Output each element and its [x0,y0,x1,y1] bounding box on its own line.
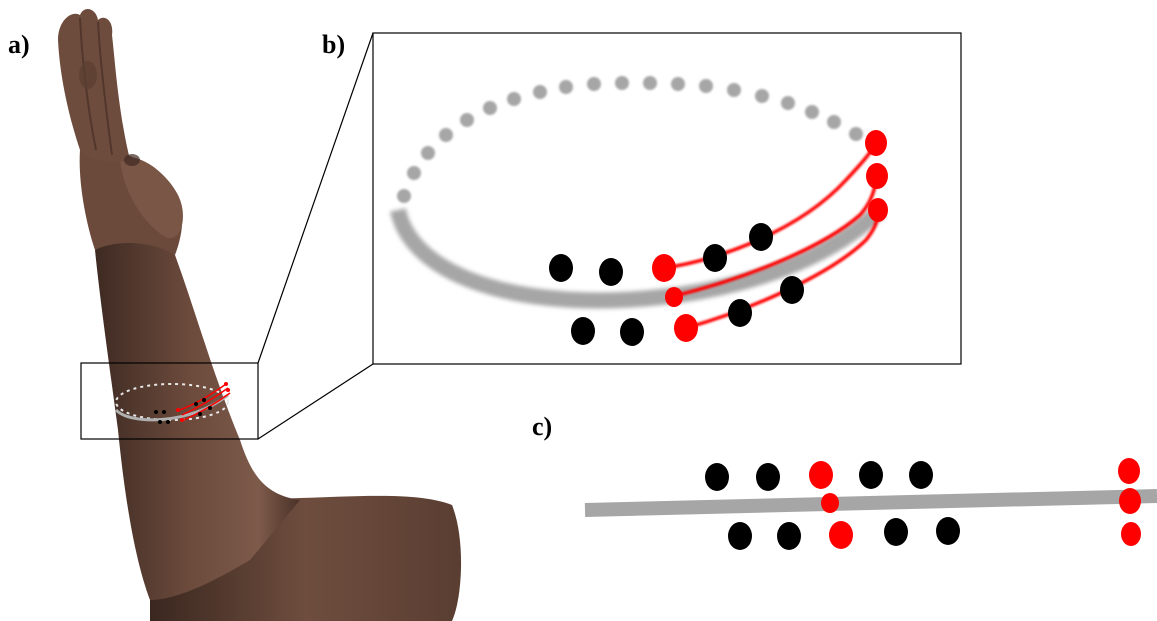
zoom-band-front [390,204,886,309]
arm-electrode-band [114,382,231,424]
electrode-black [703,244,727,272]
arm-band-dots [154,382,230,424]
electrode-red [1121,522,1141,546]
electrode-black [728,299,752,327]
electrode-red [674,314,698,342]
electrode-red [1119,488,1141,514]
zoom-region-box [80,362,259,440]
thumb [120,157,183,239]
electrode-black [777,522,801,550]
panel-label-a: a) [8,30,30,59]
unrolled-band [584,458,1157,550]
zoom-band-back-dots [397,76,863,203]
electrode-red [868,198,888,222]
unrolled-electrodes [705,458,1141,550]
electrode-black [749,223,773,251]
electrode-black [705,463,729,491]
zoom-panel-frame [372,32,962,365]
electrode-black [884,518,908,546]
electrode-black [571,317,595,345]
hand-fingers [58,8,130,162]
electrode-black [859,461,883,489]
electrode-red [821,493,839,513]
electrode-red [829,521,853,549]
zoom-band [390,76,888,346]
electrode-red [865,130,887,156]
electrode-red [809,461,833,489]
zoom-electrodes [549,130,888,346]
arm-band-back [115,383,229,421]
zoom-connector-bottom [257,363,374,440]
electrode-black [620,318,644,346]
electrode-red [866,163,888,189]
electrode-red [1118,458,1140,484]
panel-label-c: c) [532,412,553,441]
unrolled-band-line [584,489,1157,517]
electrode-black [728,522,752,550]
electrode-black [780,276,804,304]
electrode-black [549,254,573,282]
electrode-red [665,287,683,307]
electrode-black [936,517,960,545]
electrode-black [756,463,780,491]
electrode-red [652,254,676,282]
zoom-connector-top [257,32,374,364]
electrode-black [599,258,623,286]
arm-illustration [58,8,462,621]
electrode-black [909,461,933,489]
panel-label-b: b) [322,30,346,59]
